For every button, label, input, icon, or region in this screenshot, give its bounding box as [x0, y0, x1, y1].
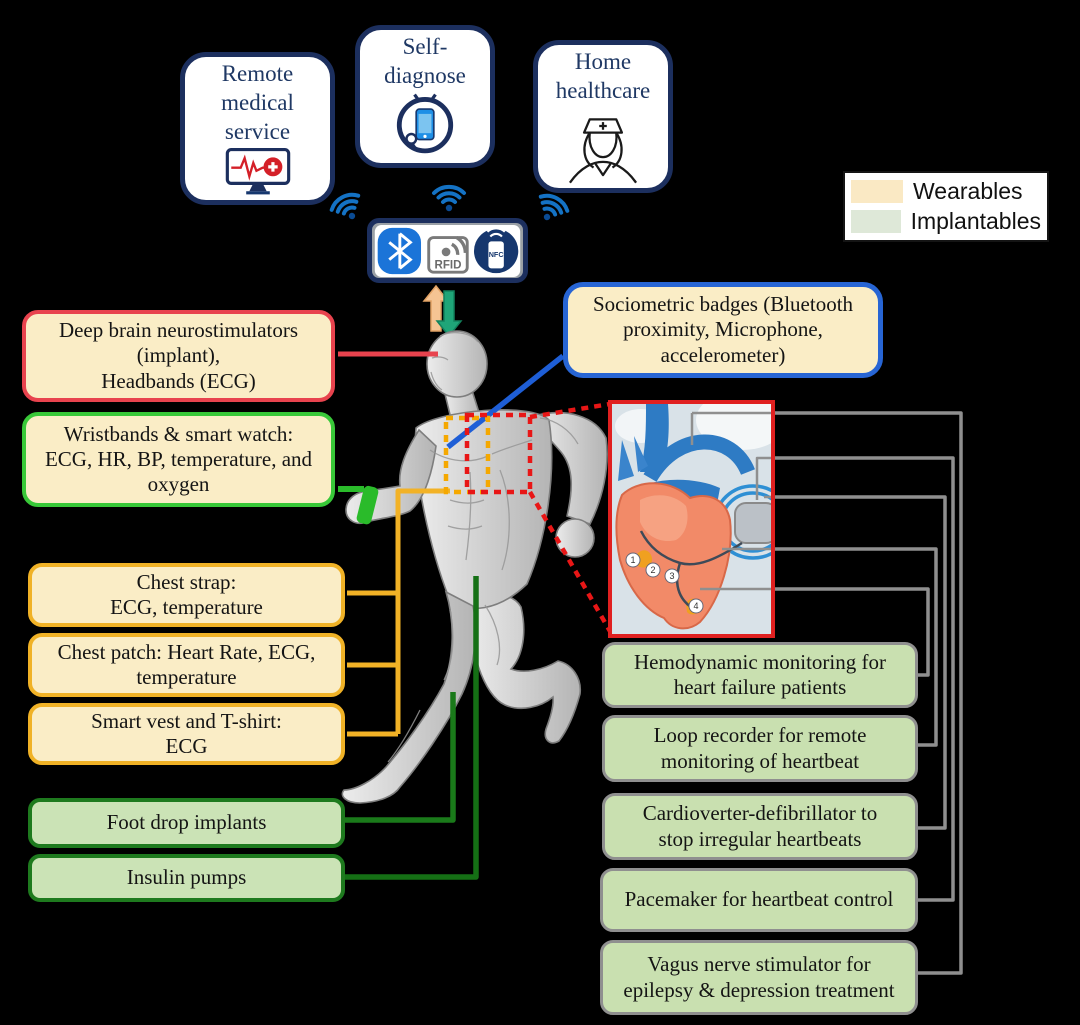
legend-implantables-row: Implantables: [851, 208, 1041, 235]
chest-strap-label: Chest strap: ECG, temperature: [110, 569, 263, 619]
inset-callout-dashed: [528, 401, 613, 635]
foot-drop-box: Foot drop implants: [28, 798, 345, 848]
implantables-legend-label: Implantables: [910, 207, 1041, 234]
deep-brain-label: Deep brain neurostimulators (implant), H…: [58, 318, 299, 393]
pacemaker-device: [734, 502, 778, 544]
hemodynamic-box: Hemodynamic monitoring for heart failure…: [602, 642, 918, 708]
chest-patch-label: Chest patch: Heart Rate, ECG, temperatur…: [57, 639, 316, 689]
implantables-swatch: [851, 209, 901, 233]
pacemaker-label: Pacemaker for heartbeat control: [624, 887, 894, 912]
lead-3: 3: [669, 571, 674, 581]
legend-wearables-row: Wearables: [851, 178, 1041, 205]
wristband-marker: [356, 485, 379, 525]
vagus-stimulator-label: Vagus nerve stimulator for epilepsy & de…: [623, 952, 895, 1002]
monitor-ecg-icon: [225, 148, 290, 195]
wifi-icon: [329, 184, 570, 221]
wearables-swatch: [851, 180, 903, 204]
connector-insulin: [344, 576, 479, 880]
vagus-stimulator-box: Vagus nerve stimulator for epilepsy & de…: [600, 940, 918, 1015]
cardioverter-box: Cardioverter-defibrillator to stop irreg…: [602, 793, 918, 860]
pacemaker-box: Pacemaker for heartbeat control: [600, 868, 918, 932]
chest-strap-box: Chest strap: ECG, temperature: [28, 563, 345, 627]
sociometric-badges-label: Sociometric badges (Bluetooth proximity,…: [592, 292, 854, 367]
self-diagnose-label: Self-diagnose: [384, 34, 466, 88]
bluetooth-icon: [377, 227, 422, 274]
chest-zone-implant-dashed: [464, 412, 533, 495]
chest-patch-box: Chest patch: Heart Rate, ECG, temperatur…: [28, 633, 345, 697]
heart-illustration: 1 2 3 4: [612, 390, 793, 634]
smart-vest-label: Smart vest and T-shirt: ECG: [91, 708, 282, 758]
cardioverter-label: Cardioverter-defibrillator to stop irreg…: [642, 801, 878, 851]
chest-zone-wearable-dashed: [443, 415, 491, 495]
insulin-pumps-label: Insulin pumps: [126, 865, 247, 890]
implant-connectors: [775, 411, 963, 975]
download-arrow-icon: [435, 290, 463, 338]
rfid-icon: RFID: [427, 235, 469, 274]
nurse-icon: [568, 117, 638, 183]
home-healthcare-box: Home healthcare: [533, 40, 673, 193]
loop-recorder-box: Loop recorder for remote monitoring of h…: [602, 715, 918, 782]
aorta-arch: [643, 434, 755, 483]
sociometric-badges-box: Sociometric badges (Bluetooth proximity,…: [563, 282, 883, 378]
insulin-pumps-box: Insulin pumps: [28, 854, 345, 902]
lead-1: 1: [630, 555, 635, 565]
wristbands-label: Wristbands & smart watch: ECG, HR, BP, t…: [44, 421, 313, 497]
hemodynamic-label: Hemodynamic monitoring for heart failure…: [634, 649, 886, 699]
lead-4: 4: [693, 601, 698, 611]
wearables-legend-label: Wearables: [913, 178, 1023, 205]
foot-drop-label: Foot drop implants: [106, 810, 267, 835]
loop-recorder-label: Loop recorder for remote monitoring of h…: [653, 723, 867, 773]
deep-brain-box: Deep brain neurostimulators (implant), H…: [22, 310, 335, 402]
nfc-label: NFC: [489, 249, 505, 258]
hub-icons: RFID NFC: [374, 224, 521, 277]
lead-2: 2: [650, 565, 655, 575]
nfc-icon: NFC: [473, 226, 519, 273]
connectivity-hub: RFID NFC: [367, 218, 528, 283]
connector-chest-group: [347, 488, 450, 737]
home-healthcare-label: Home healthcare: [555, 49, 651, 103]
connector-foot-drop: [344, 692, 456, 823]
smart-vest-box: Smart vest and T-shirt: ECG: [28, 703, 345, 765]
remote-medical-service-box: Remote medical service: [180, 52, 335, 205]
remote-medical-service-label: Remote medical service: [221, 61, 294, 144]
wristbands-box: Wristbands & smart watch: ECG, HR, BP, t…: [22, 412, 335, 507]
legend: Wearables Implantables: [843, 171, 1049, 242]
heart-inset: 1 2 3 4: [608, 390, 793, 638]
self-diagnose-box: Self-diagnose: [355, 25, 495, 168]
phone-stethoscope-icon: [396, 93, 454, 153]
rfid-label: RFID: [435, 259, 462, 271]
